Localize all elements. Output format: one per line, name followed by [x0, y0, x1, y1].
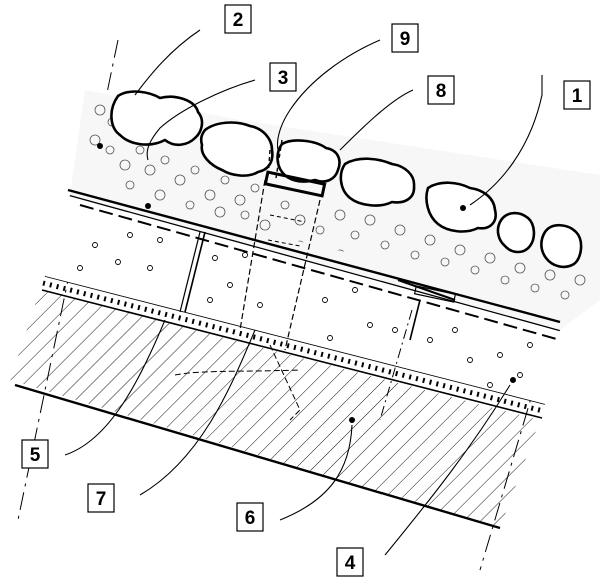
- hatched-substrate: [10, 290, 540, 528]
- boulder-layer: [110, 90, 583, 269]
- callout-4: 4: [336, 547, 364, 577]
- callout-7-label: 7: [96, 489, 107, 510]
- callout-5: 5: [21, 439, 49, 469]
- callout-6: 6: [236, 502, 264, 532]
- callout-1-label: 1: [572, 86, 583, 107]
- callout-9-label: 9: [400, 29, 411, 50]
- soil-top-dash: [79, 204, 561, 341]
- callout-8: 8: [427, 75, 455, 105]
- callout-3-label: 3: [278, 68, 289, 89]
- post-cap: [263, 139, 327, 198]
- callout-5-label: 5: [30, 445, 41, 466]
- callout-3: 3: [269, 62, 297, 92]
- substrate-bottom-edge: [14, 383, 501, 530]
- boulder-7: [540, 223, 583, 269]
- soil-divider: [184, 231, 206, 313]
- mesh-layer: [379, 279, 457, 421]
- callout-4-label: 4: [345, 553, 356, 574]
- callout-6-label: 6: [245, 508, 256, 529]
- boulder: [110, 90, 204, 147]
- callout-2: 2: [224, 4, 252, 34]
- callout-7: 7: [87, 483, 115, 513]
- gravel-marker-dot: [97, 143, 103, 149]
- soil-marker-dot: [510, 377, 516, 383]
- boulder-marker-dot: [460, 205, 466, 211]
- boulder-2: [199, 121, 274, 177]
- substrate-marker-dot: [349, 417, 355, 423]
- boulder-6: [496, 211, 536, 254]
- anchor-post: [174, 179, 321, 421]
- gravel-top-edge: [67, 188, 561, 324]
- soil-layer: [45, 195, 560, 404]
- boulder-4: [339, 157, 416, 207]
- gravel-marker-dot-2: [145, 203, 151, 209]
- callout-1: 1: [563, 80, 591, 110]
- soil-divider-2: [179, 231, 201, 313]
- callout-8-label: 8: [436, 81, 447, 102]
- soil-dots: [77, 232, 533, 388]
- callout-2-label: 2: [233, 10, 244, 31]
- main-drawing: [10, 39, 600, 571]
- leader-lines: [64, 29, 543, 556]
- callout-9: 9: [391, 23, 419, 53]
- boulder-3: [276, 139, 341, 183]
